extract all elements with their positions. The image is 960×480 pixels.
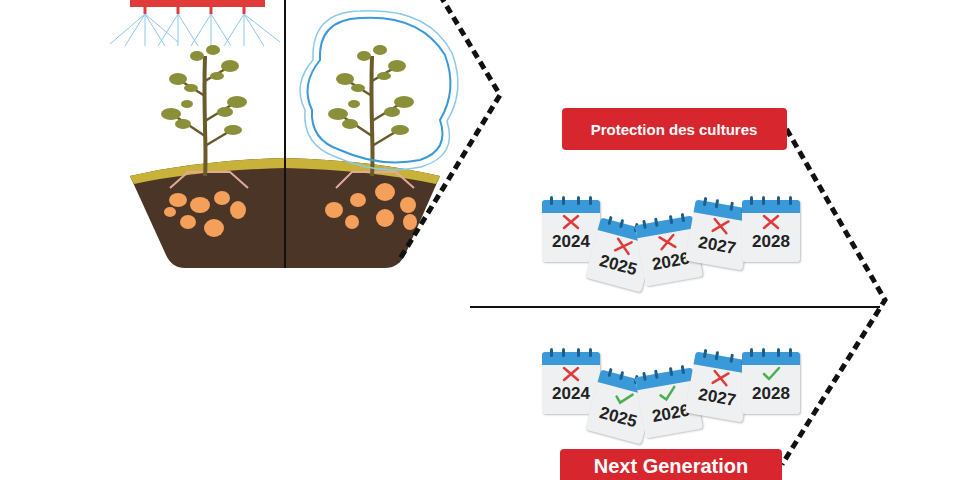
check-mark — [761, 366, 781, 382]
year-label: 2028 — [742, 383, 800, 405]
calendar-ring — [642, 220, 647, 229]
calendar-icon: 2028 — [742, 352, 800, 414]
calendar-ring — [762, 348, 765, 357]
calendar-ring — [789, 348, 792, 357]
year-label: 2027 — [687, 382, 748, 414]
calendar-ring — [750, 196, 753, 205]
calendar-icon: 2028 — [742, 200, 800, 262]
box-label: Next Generation — [594, 455, 748, 478]
year-label: 2028 — [742, 231, 800, 253]
calendar-ring — [789, 196, 792, 205]
calendar-ring — [654, 218, 659, 227]
label-box: Protection des cultures — [562, 108, 787, 150]
calendar-ring — [669, 215, 674, 224]
box-label: Protection des cultures — [591, 121, 758, 138]
calendar-ring — [577, 348, 580, 357]
calendar-ring — [762, 196, 765, 205]
cross-mark — [709, 369, 731, 388]
calendar-ring — [562, 196, 565, 205]
cross-mark — [709, 217, 731, 236]
year-label: 2027 — [687, 230, 748, 262]
calendar-ring — [550, 348, 553, 357]
calendar-ring — [550, 196, 553, 205]
cross-mark — [561, 214, 581, 230]
calendar-ring — [577, 196, 580, 205]
calendar-ring — [777, 348, 780, 357]
cross-mark — [561, 366, 581, 382]
label-box: Next Generation — [560, 449, 782, 480]
calendar-ring — [589, 196, 592, 205]
calendar-ring — [681, 213, 686, 222]
calendar-ring — [681, 365, 686, 374]
calendar-ring — [589, 348, 592, 357]
calendar-ring — [642, 372, 647, 381]
calendar-ring — [669, 367, 674, 376]
dashed-bracket — [782, 129, 885, 465]
calendar-ring — [750, 348, 753, 357]
calendar-ring — [777, 196, 780, 205]
cross-mark — [761, 214, 781, 230]
calendar-ring — [654, 370, 659, 379]
calendar-ring — [562, 348, 565, 357]
